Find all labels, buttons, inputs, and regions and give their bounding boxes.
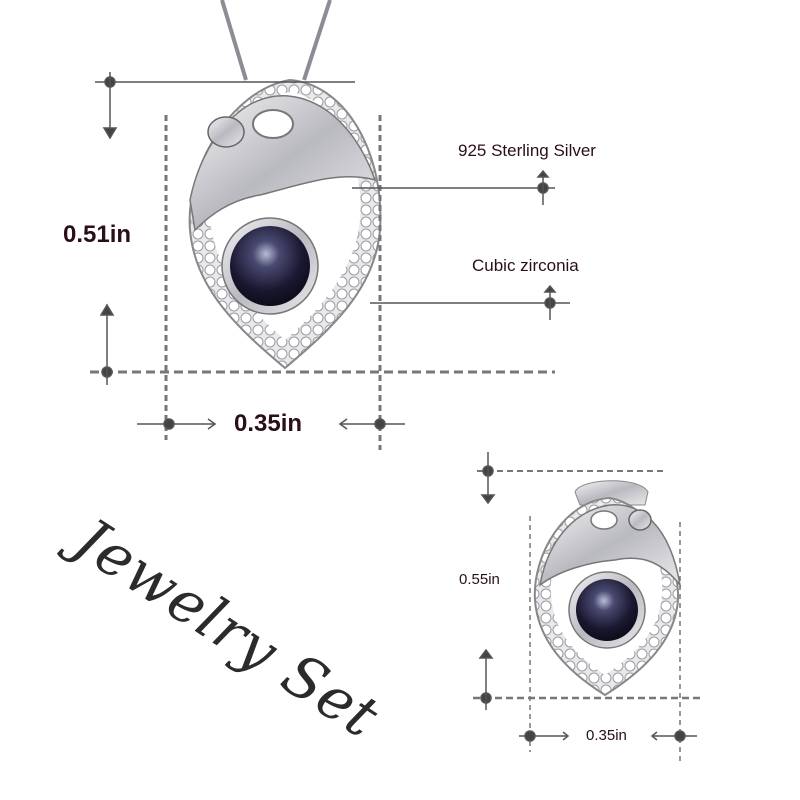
necklace-height-label: 0.51in (63, 221, 132, 248)
earring (533, 480, 682, 697)
necklace-chain (220, 0, 332, 81)
earring-height-label: 0.55in (459, 571, 500, 588)
necklace-dimensions (90, 72, 570, 450)
stone-label: Cubic zirconia (472, 256, 579, 275)
earring-width-label: 0.35in (586, 727, 627, 744)
material-label: 925 Sterling Silver (458, 141, 596, 160)
necklace-pendant (188, 78, 382, 370)
earring-dimensions (473, 452, 700, 765)
necklace-width-label: 0.35in (234, 410, 303, 437)
